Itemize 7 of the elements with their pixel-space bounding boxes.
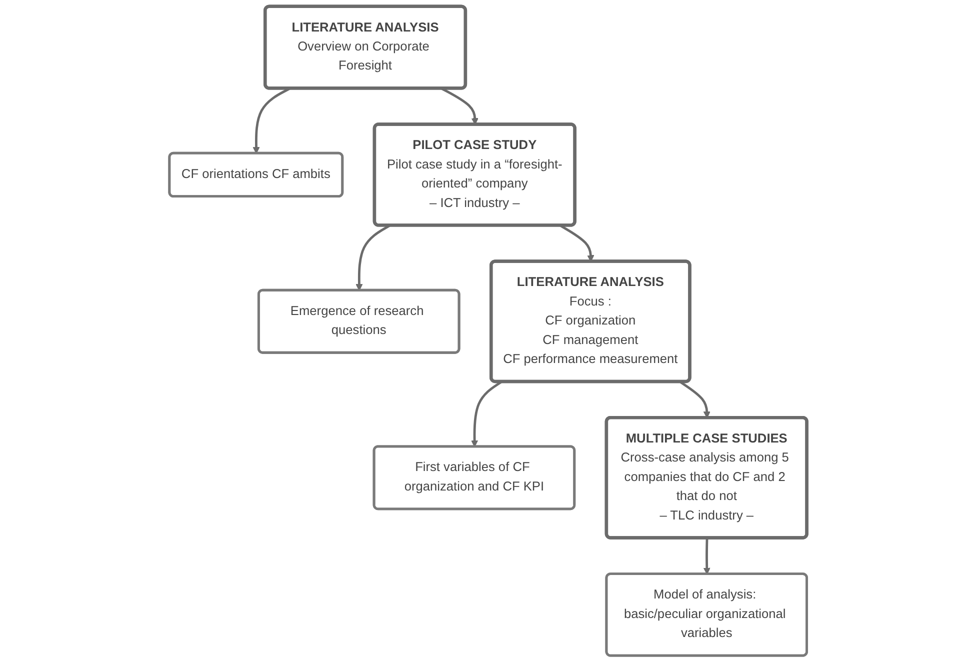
arrow [679, 380, 710, 418]
arrow [356, 224, 390, 291]
arrow [703, 538, 710, 575]
arrow [470, 380, 502, 448]
arrow [560, 224, 594, 262]
arrow [252, 88, 290, 154]
arrow [440, 88, 478, 125]
